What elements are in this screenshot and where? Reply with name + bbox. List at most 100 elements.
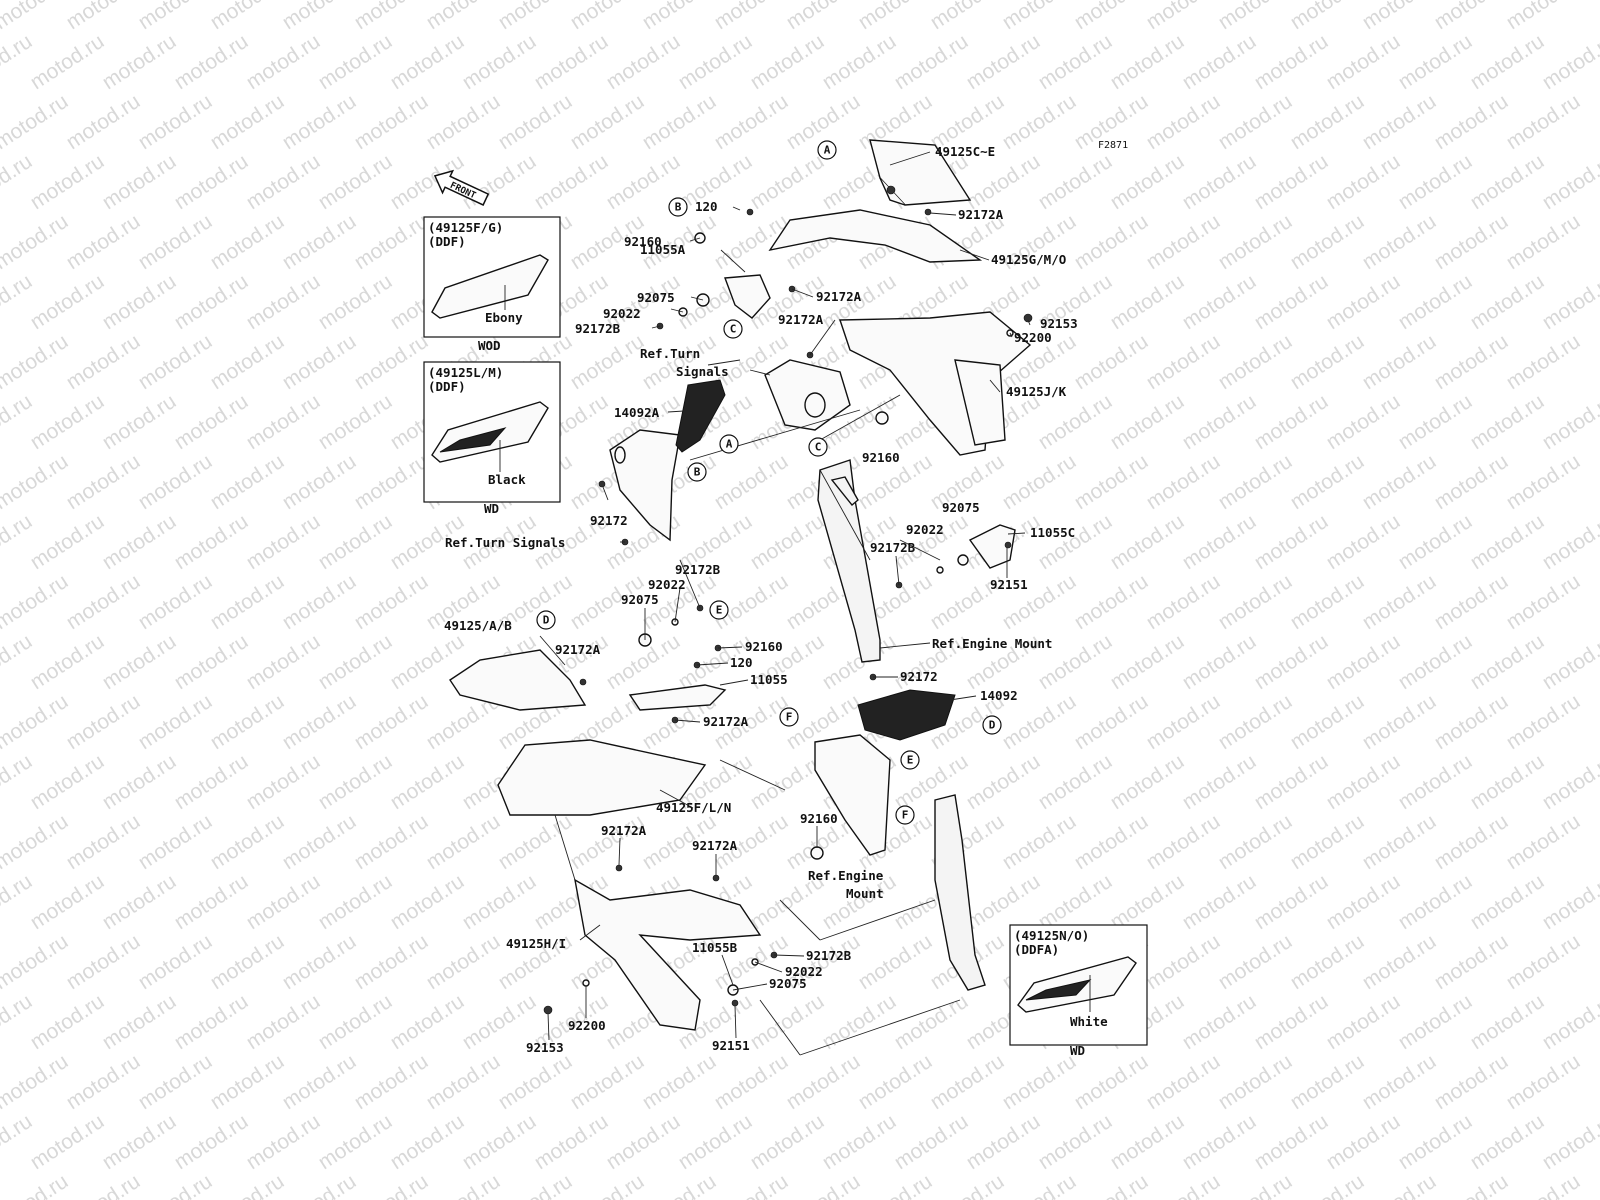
watermark-text: motod.ru	[98, 30, 180, 94]
watermark-text: motod.ru	[98, 870, 180, 934]
watermark-text: motod.ru	[1106, 510, 1188, 574]
watermark-text: motod.ru	[1070, 0, 1152, 34]
watermark-text: motod.ru	[206, 810, 288, 874]
watermark-text: motod.ru	[1178, 630, 1260, 694]
watermark-text: motod.ru	[1142, 90, 1224, 154]
watermark-text: motod.ru	[278, 810, 360, 874]
part-label: 120	[730, 655, 753, 670]
watermark-text: motod.ru	[350, 810, 432, 874]
watermark-text: motod.ru	[1322, 1110, 1404, 1174]
ref-circle-c: C	[723, 319, 743, 339]
watermark-text: motod.ru	[962, 30, 1044, 94]
watermark-text: motod.ru	[62, 930, 144, 994]
watermark-text: motod.ru	[350, 690, 432, 754]
svg-text:D: D	[989, 719, 996, 732]
watermark-text: motod.ru	[206, 1050, 288, 1114]
watermark-text: motod.ru	[1322, 750, 1404, 814]
watermark-text: motod.ru	[494, 810, 576, 874]
watermark-text: motod.ru	[134, 570, 216, 634]
watermark-text: motod.ru	[350, 1050, 432, 1114]
watermark-text: motod.ru	[1250, 150, 1332, 214]
watermark-text: motod.ru	[1430, 1170, 1512, 1200]
watermark-text: motod.ru	[242, 990, 324, 1054]
watermark-text: motod.ru	[0, 0, 72, 34]
part-label: Ref.Turn Signals	[445, 535, 565, 550]
watermark-text: motod.ru	[1466, 30, 1548, 94]
watermark-text: motod.ru	[1394, 1110, 1476, 1174]
watermark-text: motod.ru	[422, 0, 504, 34]
watermark-text: motod.ru	[782, 0, 864, 34]
part-label: 92160	[624, 234, 662, 249]
watermark-text: motod.ru	[1502, 570, 1584, 634]
watermark-text: motod.ru	[1178, 150, 1260, 214]
watermark-text: motod.ru	[98, 150, 180, 214]
watermark-text: motod.ru	[1034, 30, 1116, 94]
part-labels: 49125C~E 92172A 49125G/M/O 92172A 92153 …	[444, 144, 1078, 1055]
watermark-text: motod.ru	[278, 930, 360, 994]
watermark-text: motod.ru	[1538, 630, 1600, 694]
watermark-text: motod.ru	[1502, 930, 1584, 994]
watermark-text: motod.ru	[1322, 870, 1404, 934]
part-label: 92153	[526, 1040, 564, 1055]
watermark-text: motod.ru	[98, 1110, 180, 1174]
watermark-text: motod.ru	[26, 270, 108, 334]
part-label: 49125C~E	[935, 144, 995, 159]
watermark-text: motod.ru	[1070, 810, 1152, 874]
watermark-text: motod.ru	[566, 0, 648, 34]
watermark-text: motod.ru	[1466, 630, 1548, 694]
watermark-text: motod.ru	[1430, 0, 1512, 34]
variant-model: (49125L/M)	[428, 365, 503, 380]
watermark-text: motod.ru	[206, 1170, 288, 1200]
watermark-text: motod.ru	[458, 870, 540, 934]
watermark-text: motod.ru	[0, 630, 36, 694]
watermark-text: motod.ru	[0, 930, 72, 994]
watermark-text: motod.ru	[1286, 450, 1368, 514]
svg-text:E: E	[907, 754, 914, 767]
part-label: Ref.Engine Mount	[932, 636, 1052, 651]
watermark-text: motod.ru	[1070, 570, 1152, 634]
watermark-text: motod.ru	[170, 1110, 252, 1174]
watermark-text: motod.ru	[530, 1110, 612, 1174]
part-label: 92172B	[575, 321, 621, 336]
variant-option: (DDF)	[428, 379, 466, 394]
watermark-text: motod.ru	[1178, 30, 1260, 94]
variant-model: (49125N/O)	[1014, 928, 1089, 943]
part-label: 49125G/M/O	[991, 252, 1066, 267]
watermark-text: motod.ru	[854, 1050, 936, 1114]
watermark-text: motod.ru	[350, 570, 432, 634]
variant-option: (DDF)	[428, 234, 466, 249]
watermark-text: motod.ru	[746, 1110, 828, 1174]
watermark-text: motod.ru	[422, 930, 504, 994]
watermark-text: motod.ru	[710, 1170, 792, 1200]
watermark-text: motod.ru	[1322, 270, 1404, 334]
watermark-text: motod.ru	[1502, 90, 1584, 154]
part-label: 92172A	[601, 823, 647, 838]
watermark-text: motod.ru	[1250, 1110, 1332, 1174]
watermark-text: motod.ru	[1178, 990, 1260, 1054]
watermark-text: motod.ru	[134, 690, 216, 754]
ref-circle-d: D	[536, 610, 556, 630]
watermark-text: motod.ru	[998, 810, 1080, 874]
svg-text:F: F	[786, 711, 793, 724]
watermark-text: motod.ru	[1286, 570, 1368, 634]
watermark-text: motod.ru	[26, 630, 108, 694]
watermark-text: motod.ru	[1250, 30, 1332, 94]
watermark-text: motod.ru	[1358, 330, 1440, 394]
watermark-text: motod.ru	[1286, 0, 1368, 34]
watermark-text: motod.ru	[1358, 570, 1440, 634]
watermark-text: motod.ru	[998, 1050, 1080, 1114]
watermark-text: motod.ru	[242, 630, 324, 694]
watermark-text: motod.ru	[0, 750, 36, 814]
watermark-text: motod.ru	[242, 510, 324, 574]
watermark-text: motod.ru	[1214, 570, 1296, 634]
watermark-text: motod.ru	[746, 990, 828, 1054]
watermark-text: motod.ru	[1358, 0, 1440, 34]
part-label: 92172A	[703, 714, 749, 729]
watermark-text: motod.ru	[1214, 450, 1296, 514]
watermark-text: motod.ru	[1430, 1050, 1512, 1114]
watermark-text: motod.ru	[1178, 390, 1260, 454]
watermark-text: motod.ru	[62, 0, 144, 34]
watermark-text: motod.ru	[1358, 90, 1440, 154]
watermark-text: motod.ru	[1286, 1050, 1368, 1114]
